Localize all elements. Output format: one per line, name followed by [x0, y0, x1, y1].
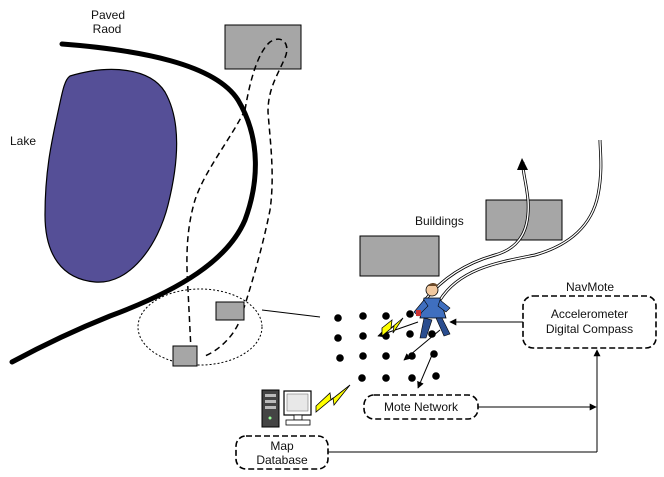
sensor-mote-icon: [432, 372, 440, 380]
paved-road-label-line1: Paved: [90, 8, 126, 22]
street-1-arrowhead: [517, 158, 528, 170]
sensor-mote-icon: [359, 312, 367, 320]
sensor-mote-icon: [406, 330, 414, 338]
monitor-icon: [283, 390, 312, 426]
zoom-connector: [261, 309, 321, 318]
sensor-mote-icon: [334, 314, 342, 322]
sensor-mote-icon: [359, 352, 367, 360]
building-small-2: [172, 345, 198, 367]
sensor-mote-icon: [358, 374, 366, 382]
navmote-line2: Digital Compass: [545, 322, 634, 336]
sensor-mote-icon: [382, 312, 390, 320]
lightning-icon: [315, 384, 351, 413]
building-top: [224, 24, 302, 70]
sensor-mote-icon: [382, 352, 390, 360]
sensor-mote-icon: [334, 334, 342, 342]
map-database-line1: Map: [270, 438, 294, 453]
building-right-1: [359, 235, 440, 277]
region-ellipse: [137, 288, 263, 366]
mote-grid: [334, 310, 440, 382]
sensor-mote-icon: [408, 374, 416, 382]
paved-road-label-line2: Raod: [92, 22, 122, 36]
sensor-mote-icon: [336, 354, 344, 362]
arrow-grid-down: [417, 354, 433, 389]
arrow-person-to-grid-2: [403, 329, 441, 361]
mote-network-text: Mote Network: [383, 399, 459, 414]
server-icon: [261, 389, 280, 428]
navmote-box-text: Accelerometer Digital Compass: [523, 296, 656, 348]
sensor-mote-icon: [359, 332, 367, 340]
walking-path-main: [186, 109, 246, 351]
buildings-label: Buildings: [415, 214, 464, 228]
lightning-icon: [381, 317, 404, 337]
sensor-mote-icon: [406, 310, 414, 318]
sensor-mote-icon: [382, 374, 390, 382]
sensor-mote-icon: [428, 330, 436, 338]
map-database-text: Map Database: [236, 436, 328, 469]
paved-road: [9, 41, 258, 365]
lake-label: Lake: [10, 134, 37, 148]
navmote-title: NavMote: [566, 280, 615, 294]
navmote-line1: Accelerometer: [550, 307, 629, 321]
map-database-line2: Database: [256, 452, 308, 467]
person-icon: [413, 283, 451, 339]
building-small-1: [215, 301, 245, 321]
paved-road-label: Paved Raod: [88, 8, 128, 36]
lake: [44, 68, 178, 283]
